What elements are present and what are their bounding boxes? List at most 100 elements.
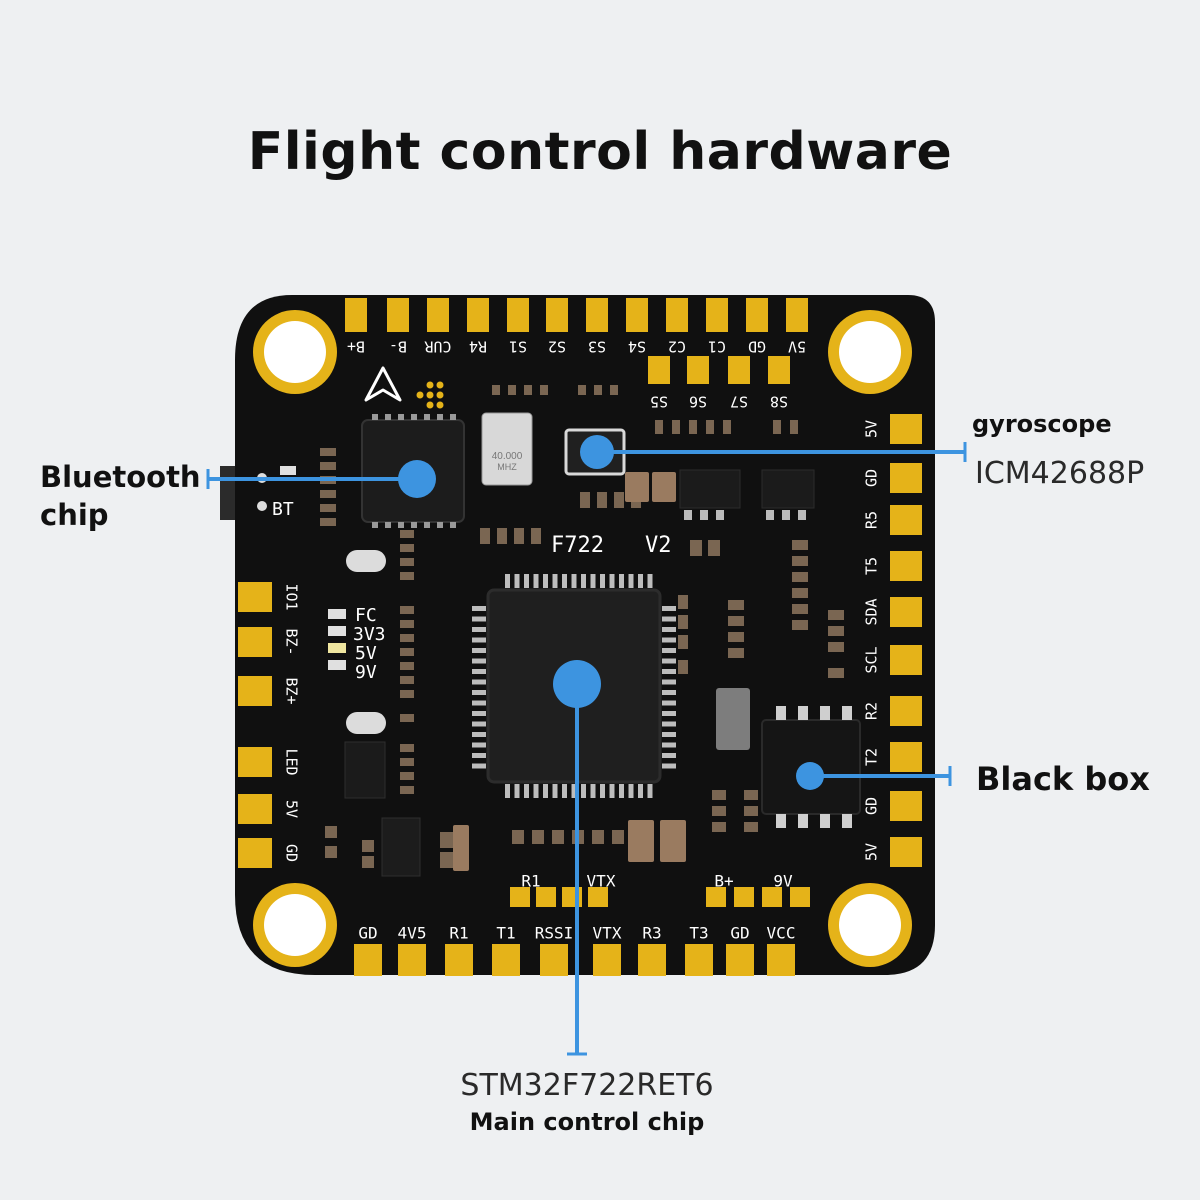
solder-pad-small: [734, 887, 754, 907]
mcu-pin: [662, 658, 676, 664]
pad-label: 9V: [773, 872, 793, 891]
mcu-pin: [662, 742, 676, 748]
mcu-pin: [590, 784, 596, 798]
mcu-pin: [472, 700, 486, 706]
mcu-pin: [472, 637, 486, 643]
solder-pad-small: [790, 887, 810, 907]
blackbox-marker: [796, 762, 824, 790]
bt-label: BT: [272, 499, 294, 520]
buzzer-transistor: [344, 741, 386, 799]
mcu-pin: [662, 732, 676, 737]
smd-part: [400, 690, 414, 698]
solder-pad: [540, 944, 568, 976]
smd-part: [400, 772, 414, 780]
mcu-pin: [552, 784, 558, 798]
solder-pad: [786, 298, 808, 332]
crystal-label-1: 40.000: [492, 451, 523, 462]
solder-pad: [685, 944, 713, 976]
status-led: [328, 643, 346, 653]
mcu-pin: [600, 574, 605, 588]
mcu-pin: [571, 574, 577, 588]
bt-dot: [257, 501, 267, 511]
smd-part: [400, 620, 414, 628]
bt-chip-pin: [437, 522, 443, 528]
mcu-pin: [533, 784, 539, 798]
smd-part: [524, 385, 532, 395]
solder-pad: [890, 742, 922, 772]
pad-label: T1: [496, 924, 515, 943]
solder-pad: [726, 944, 754, 976]
pad-label: S1: [509, 338, 527, 356]
solder-pad: [546, 298, 568, 332]
pad-label: GD: [730, 924, 749, 943]
solder-pad: [586, 298, 608, 332]
pad-label: GD: [863, 797, 881, 815]
smd-part: [790, 420, 798, 434]
bt-led: [280, 466, 296, 475]
page-title: Flight control hardware: [247, 122, 953, 182]
capacitor: [652, 472, 676, 502]
smd-part: [580, 492, 590, 508]
solder-pad: [890, 414, 922, 444]
solder-pad: [767, 944, 795, 976]
test-point: [436, 401, 444, 409]
pad-label: VTX: [587, 872, 616, 891]
smd-part: [792, 588, 808, 598]
capacitor: [453, 825, 469, 871]
smd-part: [592, 830, 604, 844]
smd-part: [792, 604, 808, 614]
mcu-pin: [609, 574, 615, 588]
mcu-pin: [662, 669, 676, 674]
test-point: [416, 391, 424, 399]
smd-part: [723, 420, 731, 434]
solder-pad: [890, 597, 922, 627]
flash-pin: [842, 814, 852, 828]
smd-part: [400, 758, 414, 766]
pad-label: T3: [689, 924, 708, 943]
mcu-pin: [662, 721, 676, 727]
pad-label: C2: [668, 338, 686, 356]
status-led: [328, 660, 346, 670]
smd-part: [362, 856, 374, 868]
bluetooth-callout: Bluetooth chip: [40, 458, 201, 534]
flash-pin: [842, 706, 852, 720]
capacitor: [628, 820, 654, 862]
solder-pad: [706, 298, 728, 332]
smd-part: [400, 572, 414, 580]
solder-pad: [398, 944, 426, 976]
mcu-pin: [472, 679, 486, 685]
smd-part: [325, 826, 337, 838]
solder-pad: [238, 582, 272, 612]
mcu-pin: [472, 753, 486, 758]
flash-pin: [798, 706, 808, 720]
smd-part: [400, 530, 414, 538]
mcu-pin: [472, 690, 486, 695]
solder-pad: [238, 794, 272, 824]
mcu-pin: [543, 784, 548, 798]
led-label-fc: FC: [355, 605, 377, 626]
mcu-pin: [562, 784, 567, 798]
mcu-pin: [562, 574, 567, 588]
smd-part: [320, 448, 336, 456]
pad-label: 4V5: [398, 924, 427, 943]
solder-pad: [387, 298, 409, 332]
pad-label: S2: [548, 338, 566, 356]
regulator-pin: [684, 510, 692, 520]
smd-part: [678, 615, 688, 629]
mcu-pin: [662, 637, 676, 643]
mcu-pin: [514, 574, 520, 588]
pad-label: VTX: [593, 924, 622, 943]
smd-part: [480, 528, 490, 544]
smd-part: [792, 572, 808, 582]
mcu-pin: [581, 784, 586, 798]
pad-label: 5V: [283, 800, 301, 818]
led-label-5v: 5V: [355, 643, 377, 664]
smd-part: [497, 528, 507, 544]
bt-chip-pin: [372, 414, 378, 420]
solder-pad: [354, 944, 382, 976]
smd-part: [828, 668, 844, 678]
mcu-pin: [472, 732, 486, 737]
